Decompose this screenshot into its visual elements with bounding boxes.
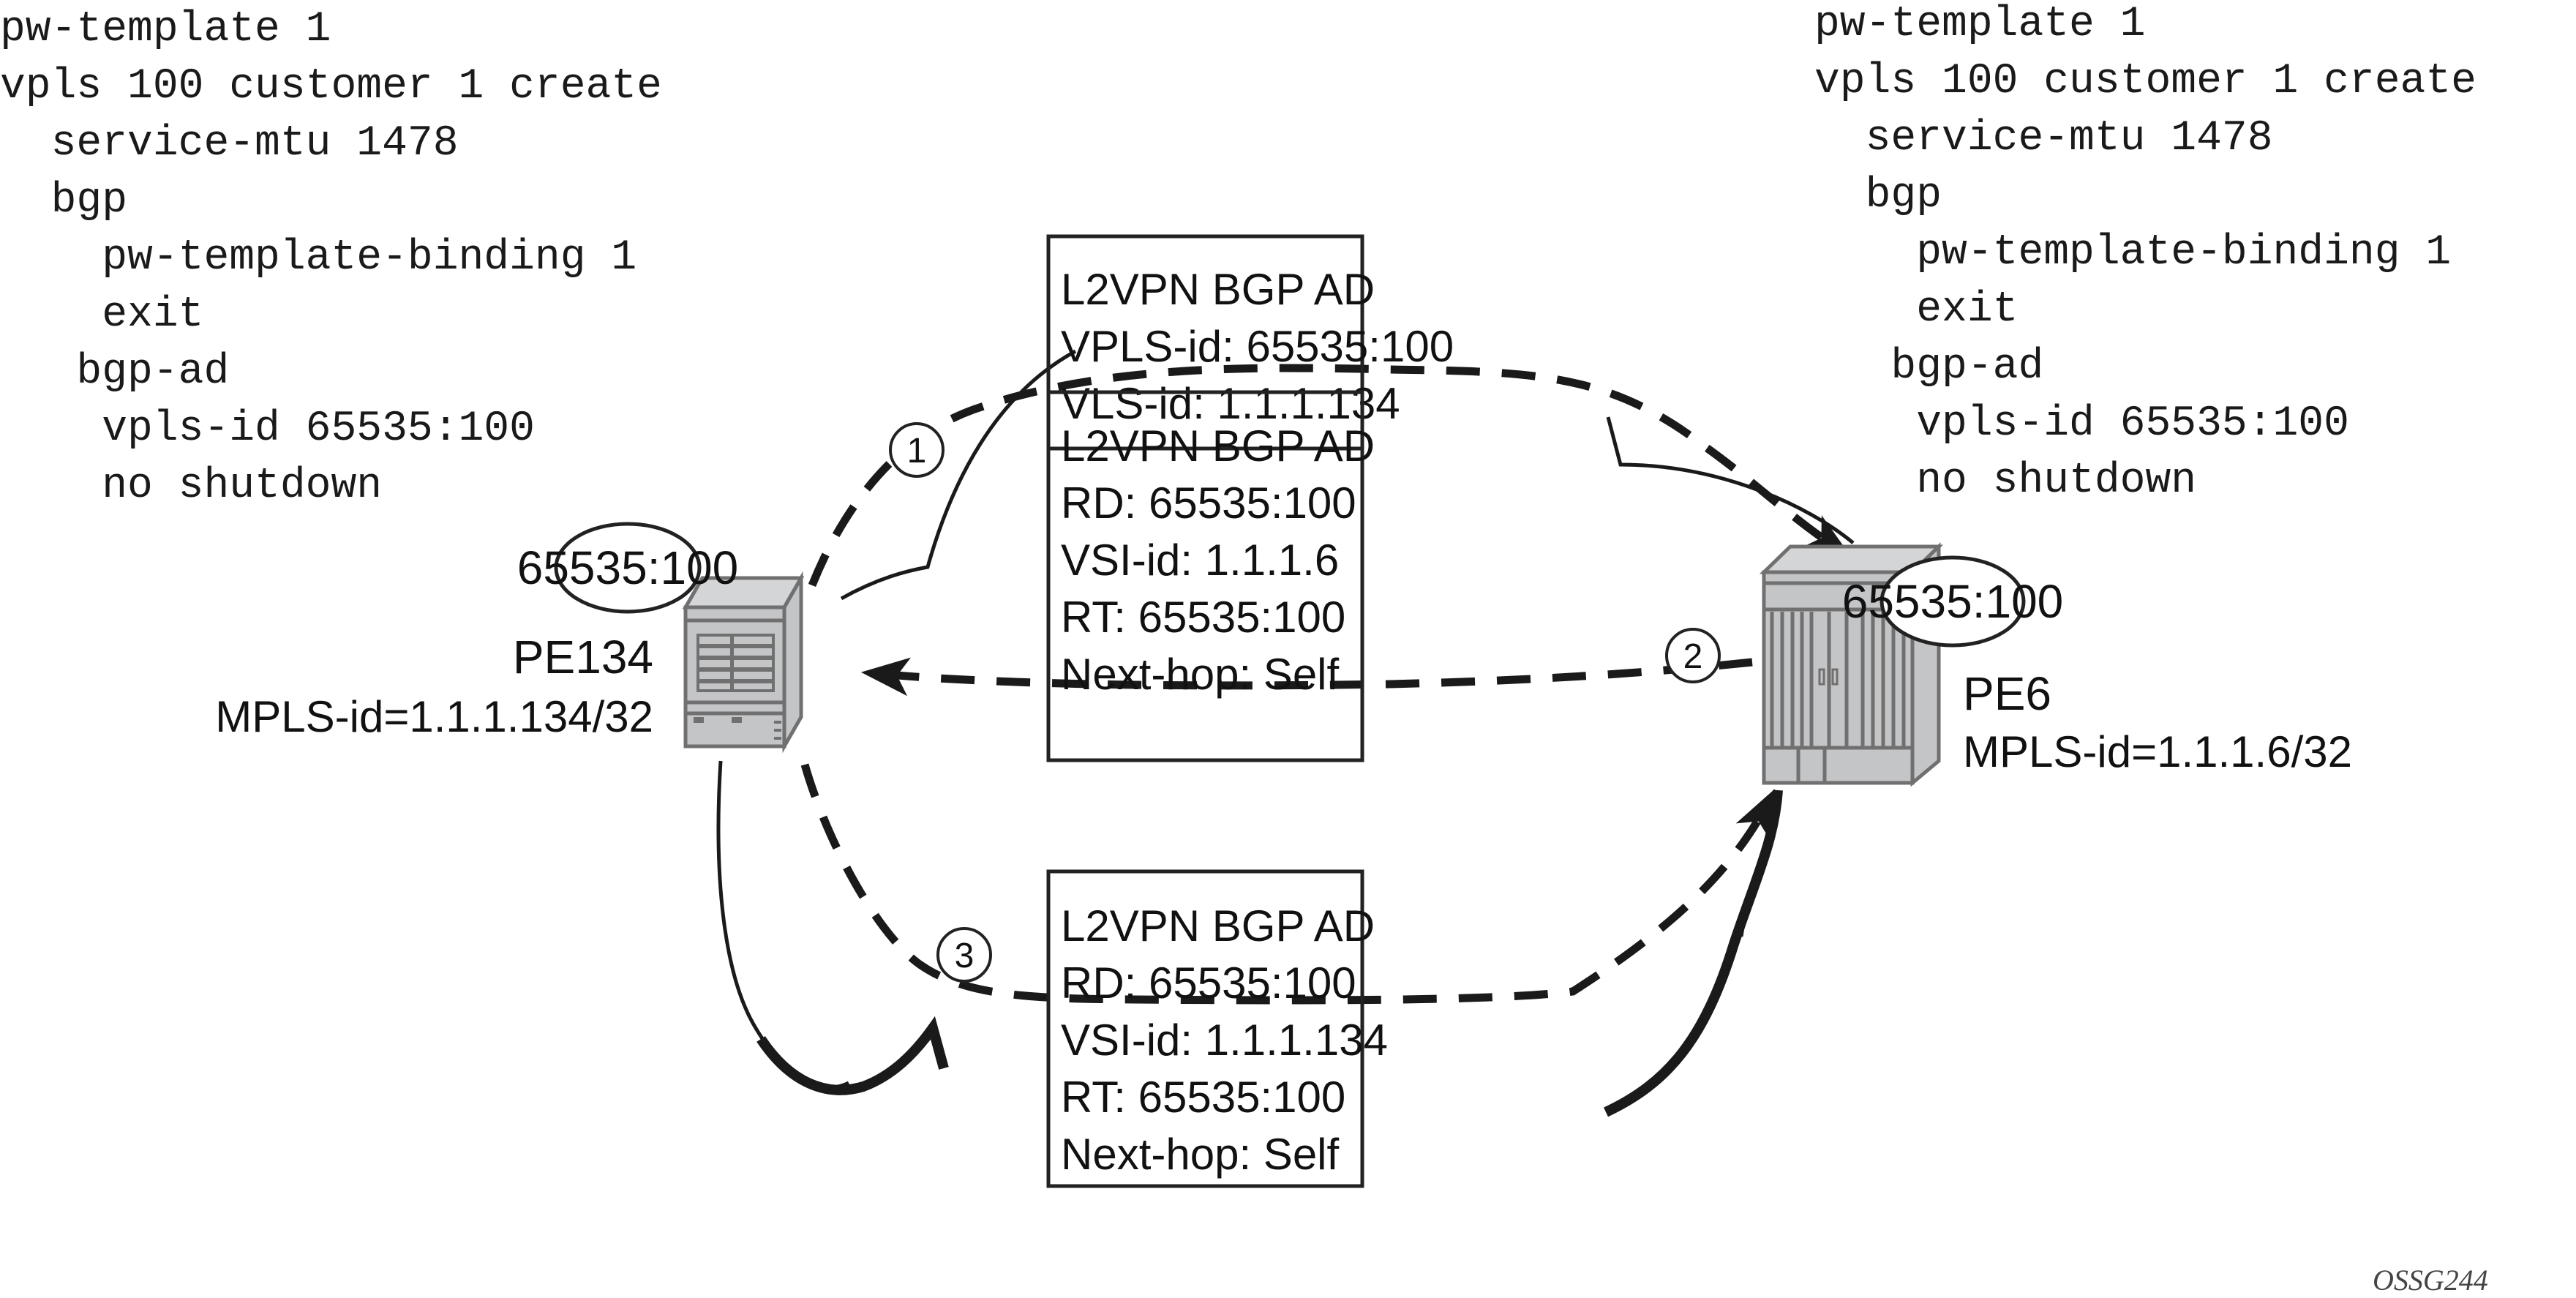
message-box-frame bbox=[1046, 869, 1364, 1188]
message-box-1: L2VPN BGP AD VPLS-id: 65535:100 VLS-id: … bbox=[1046, 234, 1454, 451]
config-left-line: exit bbox=[0, 291, 203, 339]
step-circle bbox=[889, 422, 945, 478]
message-field: VLS-id: 1.1.1.134 bbox=[1061, 379, 1400, 428]
node-name: PE6 bbox=[1963, 667, 2051, 720]
message-field: Next-hop: Self bbox=[1061, 650, 1340, 699]
config-right-line: vpls 100 customer 1 create bbox=[1814, 58, 2477, 105]
router-chassis-icon bbox=[682, 571, 805, 754]
config-right-line: no shutdown bbox=[1814, 457, 2196, 505]
config-right-line: bgp-ad bbox=[1814, 343, 2043, 391]
message-field: VPLS-id: 65535:100 bbox=[1061, 322, 1454, 371]
cloud-outline-lower-left bbox=[716, 760, 850, 1089]
route-distinguisher-oval bbox=[1880, 555, 2026, 648]
path-step-3 bbox=[800, 763, 1775, 1005]
route-distinguisher-label: 65535:100 bbox=[517, 541, 739, 594]
config-left-line: pw-template-binding 1 bbox=[0, 234, 637, 282]
config-right-line: bgp bbox=[1814, 172, 1942, 220]
message-field: RT: 65535:100 bbox=[1061, 593, 1345, 642]
config-right-line: pw-template 1 bbox=[1814, 1, 2145, 48]
message-field: VSI-id: 1.1.1.6 bbox=[1061, 536, 1339, 585]
config-right-line: vpls-id 65535:100 bbox=[1814, 400, 2349, 448]
route-distinguisher-badge: 65535:100 bbox=[517, 522, 739, 614]
config-left: pw-template 1 vpls 100 customer 1 create… bbox=[0, 6, 662, 510]
step-number: 1 bbox=[907, 432, 927, 470]
route-distinguisher-oval bbox=[554, 522, 702, 614]
message-field: RD: 65535:100 bbox=[1061, 959, 1356, 1008]
node-mpls-id: MPLS-id=1.1.1.134/32 bbox=[215, 692, 653, 741]
config-left-line: service-mtu 1478 bbox=[0, 120, 459, 168]
route-distinguisher-label: 65535:100 bbox=[1842, 575, 2064, 628]
config-right-line: pw-template-binding 1 bbox=[1814, 229, 2451, 277]
config-left-line: no shutdown bbox=[0, 462, 382, 510]
path-step-2 bbox=[860, 657, 1753, 697]
node-pe134[interactable]: 65535:100 PE134 MPLS-id=1.1.1.134/32 bbox=[215, 522, 805, 754]
config-left-line: bgp bbox=[0, 177, 127, 225]
config-right-line: exit bbox=[1814, 286, 2018, 334]
message-field: RT: 65535:100 bbox=[1061, 1073, 1345, 1122]
step-number: 3 bbox=[955, 937, 975, 975]
cloud-outline-lower-left-thick bbox=[756, 1016, 949, 1095]
config-left-line: bgp-ad bbox=[0, 348, 229, 396]
route-distinguisher-badge: 65535:100 bbox=[1842, 555, 2064, 648]
message-box-3: L2VPN BGP AD RD: 65535:100 VSI-id: 1.1.1… bbox=[1046, 869, 1388, 1188]
message-field: VSI-id: 1.1.1.134 bbox=[1061, 1016, 1388, 1065]
step-marker-3: 3 bbox=[936, 927, 992, 983]
figure-id: OSSG244 bbox=[2373, 1264, 2488, 1297]
config-right: pw-template 1 vpls 100 customer 1 create… bbox=[1814, 1, 2477, 505]
step-marker-1: 1 bbox=[889, 422, 945, 478]
message-title: L2VPN BGP AD bbox=[1061, 265, 1375, 314]
config-left-line: vpls 100 customer 1 create bbox=[0, 63, 662, 110]
step-circle bbox=[1665, 628, 1721, 683]
message-box-frame bbox=[1046, 234, 1364, 451]
step-marker-2: 2 bbox=[1665, 628, 1721, 683]
node-mpls-id: MPLS-id=1.1.1.6/32 bbox=[1963, 727, 2352, 776]
config-left-line: pw-template 1 bbox=[0, 6, 331, 53]
message-field: RD: 65535:100 bbox=[1061, 479, 1356, 528]
step-circle bbox=[936, 927, 992, 983]
node-pe6[interactable]: 65535:100 PE6 MPLS-id=1.1.1.6/32 bbox=[1759, 542, 2352, 787]
config-right-line: service-mtu 1478 bbox=[1814, 115, 2273, 162]
node-name: PE134 bbox=[513, 631, 653, 683]
message-box-2: L2VPN BGP AD RD: 65535:100 VSI-id: 1.1.1… bbox=[1046, 390, 1375, 762]
message-field: Next-hop: Self bbox=[1061, 1130, 1340, 1179]
config-left-line: vpls-id 65535:100 bbox=[0, 405, 535, 453]
message-title: L2VPN BGP AD bbox=[1061, 421, 1375, 470]
cloud-outline-lower-right-inner bbox=[1739, 899, 1749, 937]
message-box-frame bbox=[1046, 390, 1364, 762]
message-title: L2VPN BGP AD bbox=[1061, 901, 1375, 950]
step-number: 2 bbox=[1683, 637, 1703, 676]
